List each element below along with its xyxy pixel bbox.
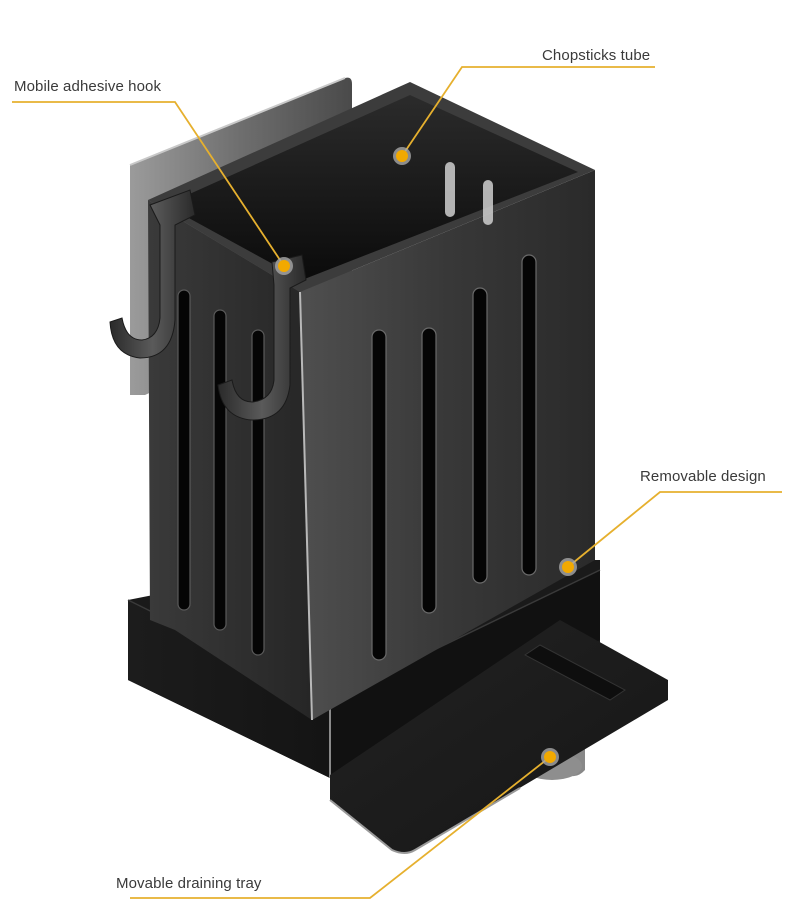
callout-label-removable: Removable design [640,468,766,485]
callout-label-hook: Mobile adhesive hook [14,78,162,95]
callout-dots [275,147,577,766]
leader-line-tray [130,756,551,899]
hook-right [217,254,307,421]
leader-line-tube [401,66,655,157]
hook-left [109,189,196,359]
leader-line-removable [567,491,782,568]
leader-line-hook [12,101,285,267]
callout-label-tray: Movable draining tray [116,875,262,892]
callout-label-tube: Chopsticks tube [542,47,651,64]
draining-tray [329,620,668,854]
chopsticks-tube [148,82,595,721]
leader-lines [12,66,782,899]
